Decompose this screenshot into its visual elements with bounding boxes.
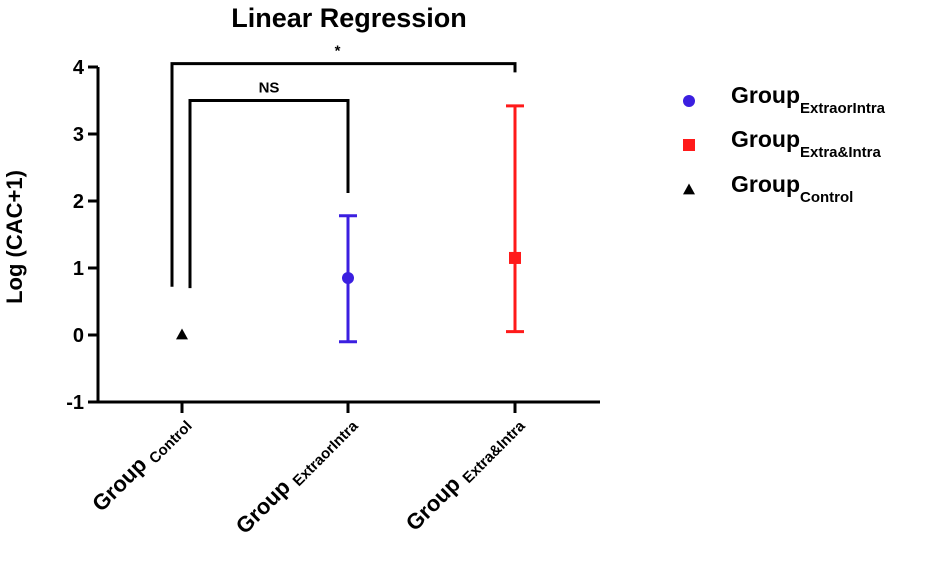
- significance-label: NS: [259, 80, 280, 97]
- significance-bracket: [170, 62, 517, 287]
- legend-label: GroupControl: [731, 171, 853, 206]
- data-point-triangle: [176, 328, 188, 340]
- data-point-circle: [342, 272, 354, 285]
- legend-label: GroupExtraorIntra: [731, 82, 886, 117]
- y-tick-label: 2: [73, 191, 84, 213]
- y-tick-label: 1: [73, 258, 84, 280]
- data-point-square: [509, 251, 521, 264]
- chart-title: Linear Regression: [231, 3, 467, 33]
- y-tick-label: 4: [73, 57, 85, 79]
- y-ticks: -1 0 1 2 3 4: [66, 57, 98, 414]
- significance-brackets: NS *: [170, 43, 517, 289]
- legend-marker-triangle: [683, 183, 695, 195]
- x-tick-label: Group Control: [87, 410, 195, 518]
- y-tick-label: 0: [73, 325, 84, 347]
- significance-label: *: [335, 43, 341, 60]
- significance-bracket: [188, 99, 350, 289]
- data-points: [176, 104, 524, 344]
- legend-marker-circle: [683, 95, 695, 107]
- legend-label: GroupExtra&Intra: [731, 126, 882, 161]
- x-tick-label: Group ExtraorIntra: [231, 409, 362, 540]
- legend-marker-square: [683, 139, 695, 151]
- y-tick-label: 3: [73, 124, 84, 146]
- legend: GroupExtraorIntraGroupExtra&IntraGroupCo…: [683, 82, 886, 206]
- x-tick-label: Group Extra&Intra: [401, 409, 529, 537]
- y-axis-label: Log (CAC+1): [2, 170, 27, 304]
- y-tick-label: -1: [66, 392, 84, 414]
- x-ticks: Group Control Group ExtraorIntra Group Ext…: [87, 402, 529, 540]
